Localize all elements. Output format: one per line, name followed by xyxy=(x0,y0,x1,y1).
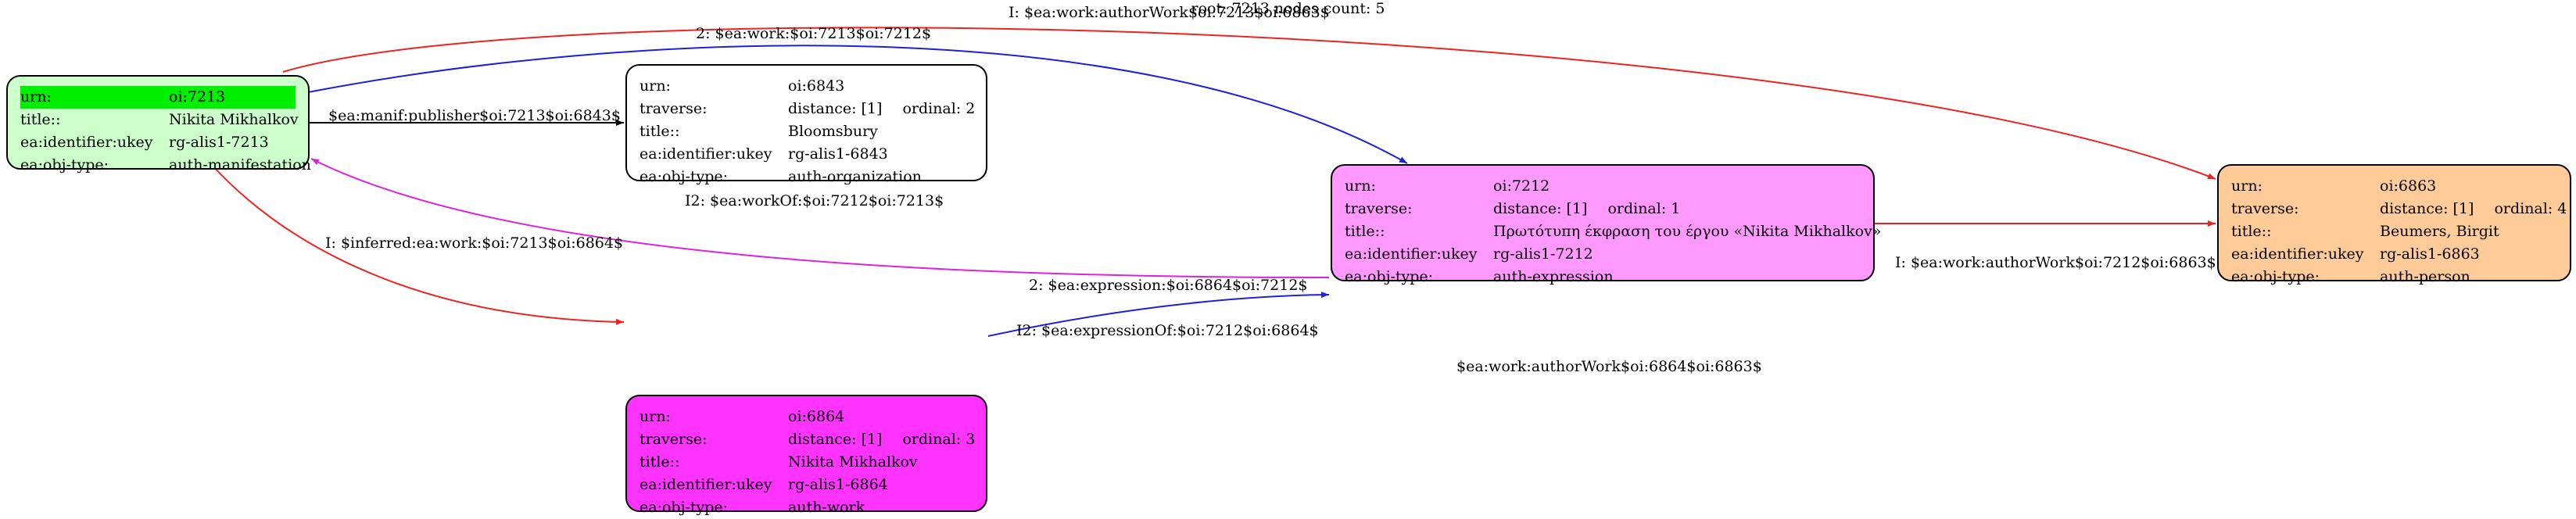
row-key: title:: xyxy=(1345,223,1385,240)
edge-7213-6864-inferred xyxy=(210,163,625,325)
edge-label-e4: I2: $ea:workOf:$oi:7212$oi:7213$ xyxy=(685,192,944,209)
row-value: rg-alis1-6863 xyxy=(2380,245,2480,263)
edge-label-e1: I: $ea:work:authorWork$oi:7213$oi:6863$ xyxy=(1009,4,1330,21)
row-ordinal: ordinal: 3 xyxy=(902,431,976,448)
edge-6864-7212-expression xyxy=(987,292,1330,337)
row-key: traverse: xyxy=(640,431,708,448)
node-row: title::Πρωτότυπη έκφραση του έργου «Niki… xyxy=(1345,220,1881,243)
row-key: traverse: xyxy=(1345,200,1413,217)
row-value: distance: [1] xyxy=(2380,200,2474,217)
node-row: title::Nikita Mikhalkov xyxy=(20,109,299,131)
edge-label-e3: $ea:manif:publisher$oi:7213$oi:6843$ xyxy=(328,107,621,124)
edge-label-e5: I: $inferred:ea:work:$oi:7213$oi:6864$ xyxy=(325,234,623,252)
row-key: title:: xyxy=(2231,223,2272,240)
node-row: ea:identifier:ukey rg-alis1-6843 xyxy=(640,143,973,166)
node-row: ea:obj-type: auth-work xyxy=(640,496,973,519)
node-oi-6843[interactable]: urn: oi:6843 traverse: distance: [1] ordina… xyxy=(625,64,987,185)
row-key: ea:identifier:ukey xyxy=(2231,245,2364,263)
edge-7213-6863-authorwork xyxy=(282,27,2216,180)
row-value: oi:6864 xyxy=(788,408,845,425)
node-oi-7213[interactable]: urn: oi:7213 title::Nikita Mikhalkov ea:i… xyxy=(6,75,311,174)
edge-label-e7: I2: $ea:expressionOf:$oi:7212$oi:6864$ xyxy=(1016,322,1319,339)
row-value: auth-work xyxy=(788,499,865,516)
row-key: title:: xyxy=(640,123,680,140)
row-ordinal: ordinal: 4 xyxy=(2494,200,2567,217)
row-key: title:: xyxy=(640,453,680,471)
node-row: title::Beumers, Birgit xyxy=(2231,220,2557,243)
row-key: ea:identifier:ukey xyxy=(1345,245,1478,263)
row-ordinal: ordinal: 1 xyxy=(1607,200,1681,217)
node-row: ea:obj-type: auth-organization xyxy=(640,166,973,188)
edge-label-e8: I: $ea:work:authorWork$oi:7212$oi:6863$ xyxy=(1895,254,2216,271)
row-value: rg-alis1-6843 xyxy=(788,145,888,163)
row-value: auth-organization xyxy=(788,168,922,185)
node-row: ea:obj-type: auth-expression xyxy=(1345,266,1861,288)
row-value: oi:7213 xyxy=(169,88,226,106)
row-value: Beumers, Birgit xyxy=(2380,223,2499,240)
node-row: title::Nikita Mikhalkov xyxy=(640,451,973,474)
graph-footer: root: 7213 nodes count: 5 xyxy=(1191,0,1385,17)
graph-canvas: I: $ea:work:authorWork$oi:7213$oi:6863$ … xyxy=(210,4,2216,375)
node-row: title::Bloomsbury xyxy=(640,120,973,143)
node-row: traverse: distance: [1] ordinal: 4 xyxy=(2231,198,2567,220)
row-key: urn: xyxy=(20,88,52,106)
row-key: ea:obj-type: xyxy=(1345,268,1434,285)
node-row: urn: oi:7212 xyxy=(1345,175,1861,198)
node-row: ea:identifier:ukey rg-alis1-6863 xyxy=(2231,243,2557,266)
row-key: traverse: xyxy=(640,100,708,117)
row-key: urn: xyxy=(2231,177,2263,195)
row-value: auth-expression xyxy=(1493,268,1614,285)
edge-label-e6: 2: $ea:expression:$oi:6864$oi:7212$ xyxy=(1029,277,1308,294)
node-row: traverse: distance: [1] ordinal: 2 xyxy=(640,98,976,120)
row-value: rg-alis1-7213 xyxy=(169,134,269,151)
row-key: urn: xyxy=(1345,177,1376,195)
node-row: urn: oi:6843 xyxy=(640,75,973,98)
row-key: ea:obj-type: xyxy=(2231,268,2320,285)
row-value: rg-alis1-6864 xyxy=(788,476,888,493)
row-key: ea:identifier:ukey xyxy=(640,145,772,163)
node-row: ea:identifier:ukey rg-alis1-7213 xyxy=(20,131,296,154)
edge-7212-7213-workof xyxy=(310,158,1330,278)
row-value: rg-alis1-7212 xyxy=(1493,245,1593,263)
row-value: oi:7212 xyxy=(1493,177,1550,195)
edge-label-e9: $ea:work:authorWork$oi:6864$oi:6863$ xyxy=(1456,358,1762,375)
row-value: oi:6863 xyxy=(2380,177,2437,195)
row-value: distance: [1] xyxy=(788,100,883,117)
row-value: Bloomsbury xyxy=(788,123,878,140)
row-value: distance: [1] xyxy=(1493,200,1588,217)
node-row: ea:obj-type: auth-person xyxy=(2231,266,2557,288)
node-oi-6863[interactable]: urn: oi:6863 traverse: distance: [1] ordina… xyxy=(2217,164,2571,285)
row-value: auth-manifestation xyxy=(169,156,311,174)
row-value: Nikita Mikhalkov xyxy=(788,453,918,471)
node-row: traverse: distance: [1] ordinal: 1 xyxy=(1345,198,1861,220)
row-key: ea:identifier:ukey xyxy=(20,134,153,151)
node-row: ea:identifier:ukey rg-alis1-7212 xyxy=(1345,243,1861,266)
row-key: ea:obj-type: xyxy=(20,156,109,174)
row-key: ea:obj-type: xyxy=(640,168,729,185)
row-key: urn: xyxy=(640,408,671,425)
row-ordinal: ordinal: 2 xyxy=(902,100,976,117)
row-key: urn: xyxy=(640,77,671,95)
node-row: urn: oi:7213 xyxy=(20,86,296,109)
edge-label-e2: 2: $ea:work:$oi:7213$oi:7212$ xyxy=(696,25,931,42)
node-row: traverse: distance: [1] ordinal: 3 xyxy=(640,428,976,451)
node-row: ea:obj-type: auth-manifestation xyxy=(20,154,311,177)
row-key: title:: xyxy=(20,111,61,128)
row-value: Πρωτότυπη έκφραση του έργου «Nikita Mikh… xyxy=(1493,223,1882,240)
row-value: oi:6843 xyxy=(788,77,845,95)
row-key: ea:obj-type: xyxy=(640,499,729,516)
row-key: ea:identifier:ukey xyxy=(640,476,772,493)
row-value: Nikita Mikhalkov xyxy=(169,111,299,128)
node-oi-6864[interactable]: urn: oi:6864 traverse: distance: [1] ordina… xyxy=(625,395,987,516)
edge-7213-7212-work xyxy=(307,45,1408,164)
row-key: traverse: xyxy=(2231,200,2299,217)
node-oi-7212[interactable]: urn: oi:7212 traverse: distance: [1] ordina… xyxy=(1331,164,1881,285)
node-row: ea:identifier:ukey rg-alis1-6864 xyxy=(640,474,973,496)
node-row: urn: oi:6863 xyxy=(2231,175,2557,198)
node-row: urn: oi:6864 xyxy=(640,406,973,428)
row-value: auth-person xyxy=(2380,268,2470,285)
row-value: distance: [1] xyxy=(788,431,883,448)
